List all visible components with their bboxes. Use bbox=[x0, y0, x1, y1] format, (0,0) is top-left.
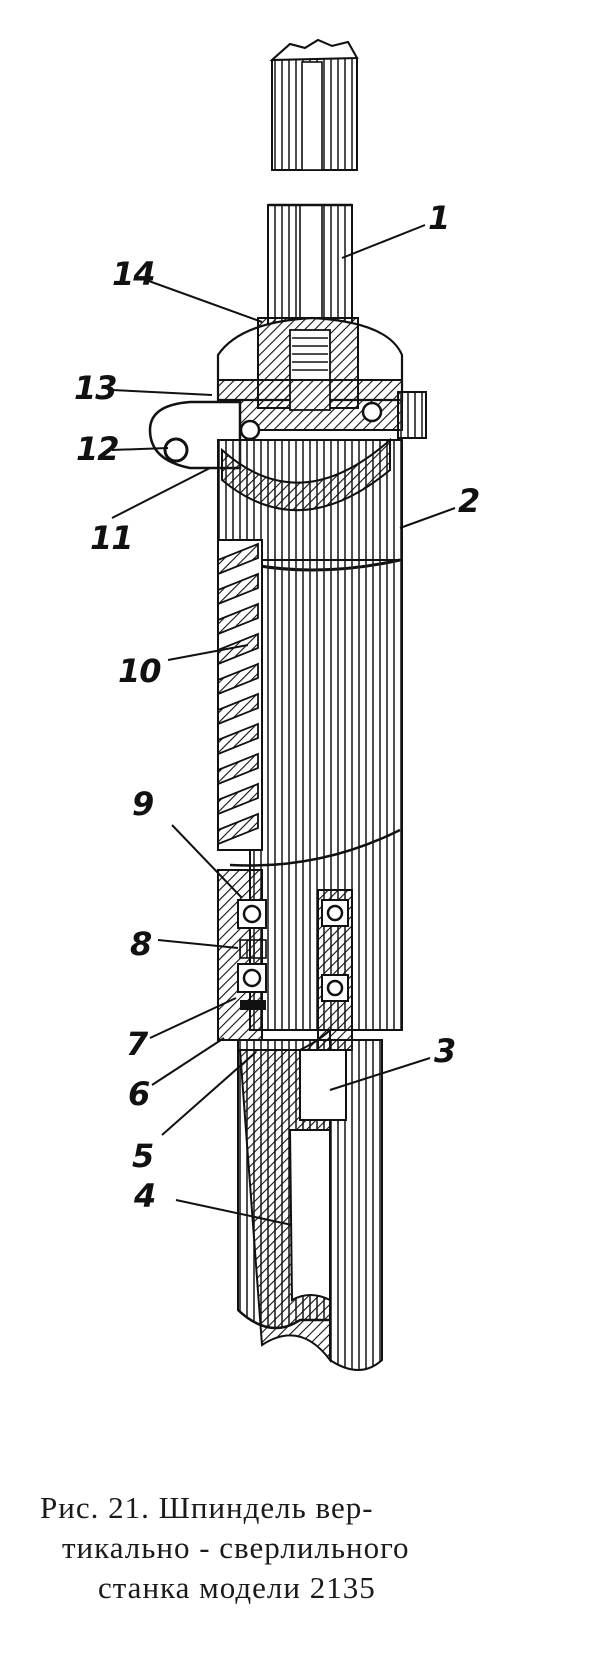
quill-upper bbox=[217, 437, 403, 572]
callout-14: 14 bbox=[112, 255, 156, 293]
rack-teeth bbox=[217, 542, 259, 846]
caption-line-3: станка модели 2135 bbox=[98, 1570, 376, 1605]
callout-9: 9 bbox=[132, 785, 154, 823]
shaft-top-fragment bbox=[269, 38, 359, 171]
spindle-lower bbox=[237, 1027, 383, 1371]
caption-line-1: Рис. 21. Шпиндель вер- bbox=[40, 1490, 374, 1525]
callout-4: 4 bbox=[134, 1177, 156, 1215]
callout-10: 10 bbox=[118, 652, 162, 690]
callout-1: 1 bbox=[428, 199, 450, 237]
callout-13: 13 bbox=[74, 369, 118, 407]
callout-12: 12 bbox=[76, 430, 120, 468]
leader-lines bbox=[111, 224, 456, 1226]
lower-bearing-assembly bbox=[217, 869, 353, 1051]
callout-6: 6 bbox=[128, 1075, 150, 1113]
figure-caption: Рис. 21. Шпиндель вер- тикально - сверли… bbox=[40, 1488, 580, 1608]
callout-5: 5 bbox=[132, 1137, 154, 1175]
caption-line-2: тикально - сверлильного bbox=[62, 1530, 410, 1565]
callout-2: 2 bbox=[458, 482, 480, 520]
callout-7: 7 bbox=[126, 1025, 148, 1063]
callout-11: 11 bbox=[90, 519, 134, 557]
spindle-drawing bbox=[111, 38, 456, 1371]
callout-3: 3 bbox=[434, 1032, 456, 1070]
callout-8: 8 bbox=[130, 925, 152, 963]
top-bearing-assembly bbox=[216, 316, 427, 441]
